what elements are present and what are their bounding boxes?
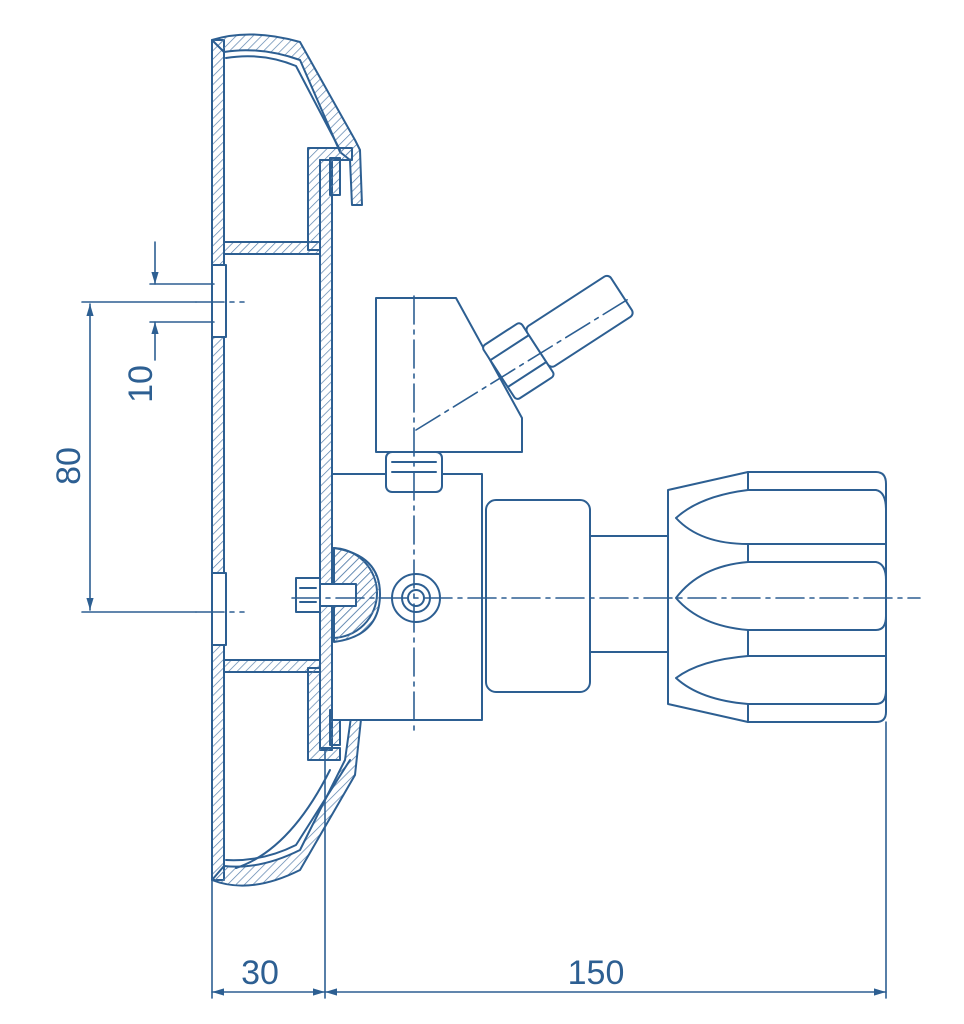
regulator-body [295,473,483,721]
mounting-profile [211,33,363,887]
gauge-block [375,274,634,493]
dim-30: 30 [241,954,279,992]
dimension-lines [81,241,887,999]
dim-80: 80 [50,447,88,485]
dim-150: 150 [568,954,625,992]
dim-10: 10 [122,365,160,403]
adjusting-knob [667,471,887,723]
connector [485,499,669,693]
center-lines [195,295,921,737]
